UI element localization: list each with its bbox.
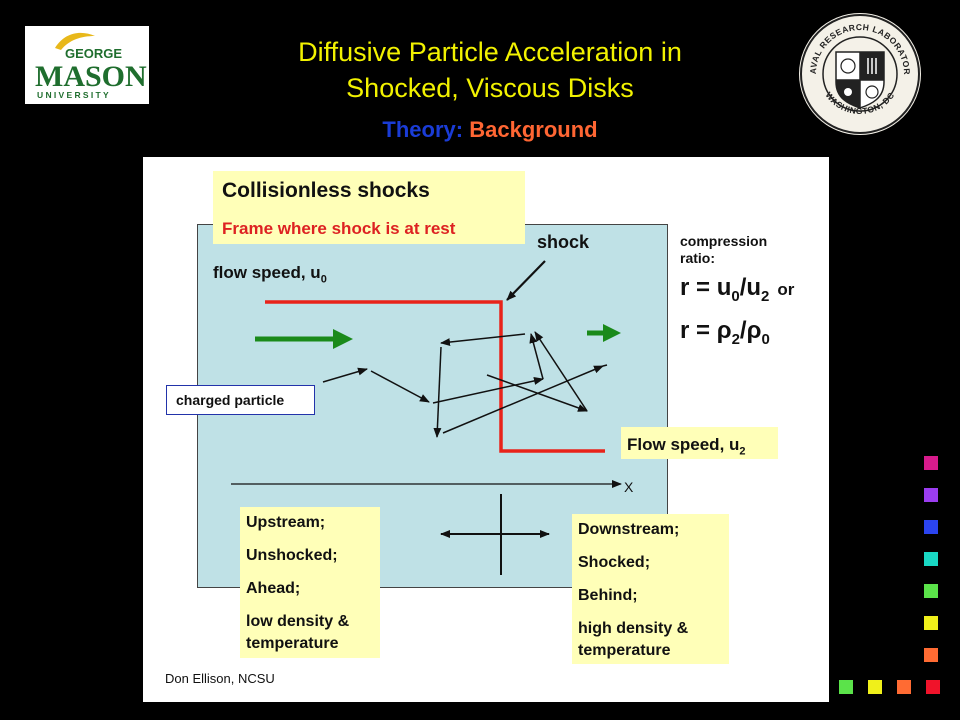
page-subtitle: Theory: Background	[200, 117, 780, 143]
decor-square	[924, 456, 938, 470]
title-line-2: Shocked, Viscous Disks	[346, 73, 634, 103]
decor-square	[924, 520, 938, 534]
subtitle-theory: Theory:	[382, 117, 464, 142]
subtitle-background: Background	[469, 117, 598, 142]
eq2-rho-2: ρ	[746, 317, 762, 344]
gmu-logo-line3: UNIVERSITY	[37, 90, 111, 100]
gmu-logo-line1: GEORGE	[65, 46, 122, 61]
downstream-line: high density &	[578, 620, 689, 637]
decor-square	[924, 552, 938, 566]
upstream-flow-text: flow speed, u	[213, 263, 321, 282]
downstream-line: temperature	[578, 642, 671, 659]
eq1-or: or	[777, 280, 795, 299]
decor-square	[868, 680, 882, 694]
compression-ratio-label: compression ratio:	[680, 233, 767, 267]
author-credit: Don Ellison, NCSU	[165, 671, 275, 686]
eq1-sub2: 2	[761, 287, 770, 305]
decor-square	[926, 680, 940, 694]
crosshair-symbol	[440, 494, 550, 575]
density-ratio-equation: r = ρ2/ρ0	[680, 317, 770, 348]
downstream-flow-arrow	[587, 324, 621, 342]
eq2-sub0: 0	[761, 330, 770, 348]
diagram-title-box: Collisionless shocks Frame where shock i…	[213, 171, 525, 244]
decor-square	[924, 648, 938, 662]
decor-square	[924, 616, 938, 630]
eq2-slash: /	[739, 317, 747, 344]
upstream-line: low density &	[246, 613, 350, 630]
downstream-line: Behind;	[578, 587, 638, 604]
gmu-logo-line2: MASON	[35, 60, 147, 93]
upstream-line: temperature	[246, 635, 339, 652]
eq1-slash: /u	[739, 274, 762, 301]
shock-diagram-graphics: X	[231, 260, 634, 575]
x-axis-label: X	[624, 479, 634, 495]
eq2-sub2: 2	[731, 330, 740, 348]
downstream-flow-sub: 2	[739, 445, 746, 458]
shock-pointer-arrow	[506, 260, 546, 301]
charged-particle-label: charged particle	[166, 385, 315, 415]
shock-front-line	[265, 300, 605, 453]
downstream-line: Shocked;	[578, 554, 651, 571]
eq1-sub0: 0	[731, 287, 740, 305]
eq2-rho: ρ	[716, 317, 732, 344]
decor-square	[839, 680, 853, 694]
velocity-ratio-equation: r = u0/u2 or	[680, 274, 794, 305]
upstream-flow-sub: 0	[320, 273, 327, 286]
particle-trajectory	[322, 331, 608, 438]
eq1-lhs: r = u	[680, 274, 732, 301]
downstream-line: Downstream;	[578, 521, 680, 538]
downstream-flow-text: Flow speed, u	[627, 435, 740, 454]
upstream-flow-arrow	[255, 329, 353, 349]
downstream-description-box: Downstream; Shocked; Behind; high densit…	[572, 514, 729, 664]
downstream-flow-speed-label: Flow speed, u2	[621, 427, 778, 459]
page-title: Diffusive Particle Acceleration in Shock…	[200, 34, 780, 106]
decor-square	[897, 680, 911, 694]
george-mason-logo: GEORGE MASON UNIVERSITY	[25, 26, 149, 104]
compression-line-1: compression	[680, 233, 768, 249]
upstream-line: Ahead;	[246, 580, 301, 597]
upstream-description-box: Upstream; Unshocked; Ahead; low density …	[240, 507, 380, 658]
decor-square	[924, 584, 938, 598]
nrl-seal-logo: NAVAL RESEARCH LABORATORY WASHINGTON, DC	[795, 4, 922, 136]
decor-square	[924, 488, 938, 502]
shock-label: shock	[537, 232, 590, 252]
upstream-line: Unshocked;	[246, 547, 338, 564]
diagram-panel: X Collisionless shocks Frame where shock…	[143, 157, 829, 702]
compression-line-2: ratio:	[680, 250, 715, 266]
upstream-flow-speed-label: flow speed, u0	[213, 263, 327, 285]
upstream-line: Upstream;	[246, 514, 326, 531]
title-line-1: Diffusive Particle Acceleration in	[298, 37, 682, 67]
diagram-subtitle: Frame where shock is at rest	[222, 219, 456, 238]
diagram-title: Collisionless shocks	[222, 179, 430, 202]
eq2-lhs: r =	[680, 317, 717, 344]
